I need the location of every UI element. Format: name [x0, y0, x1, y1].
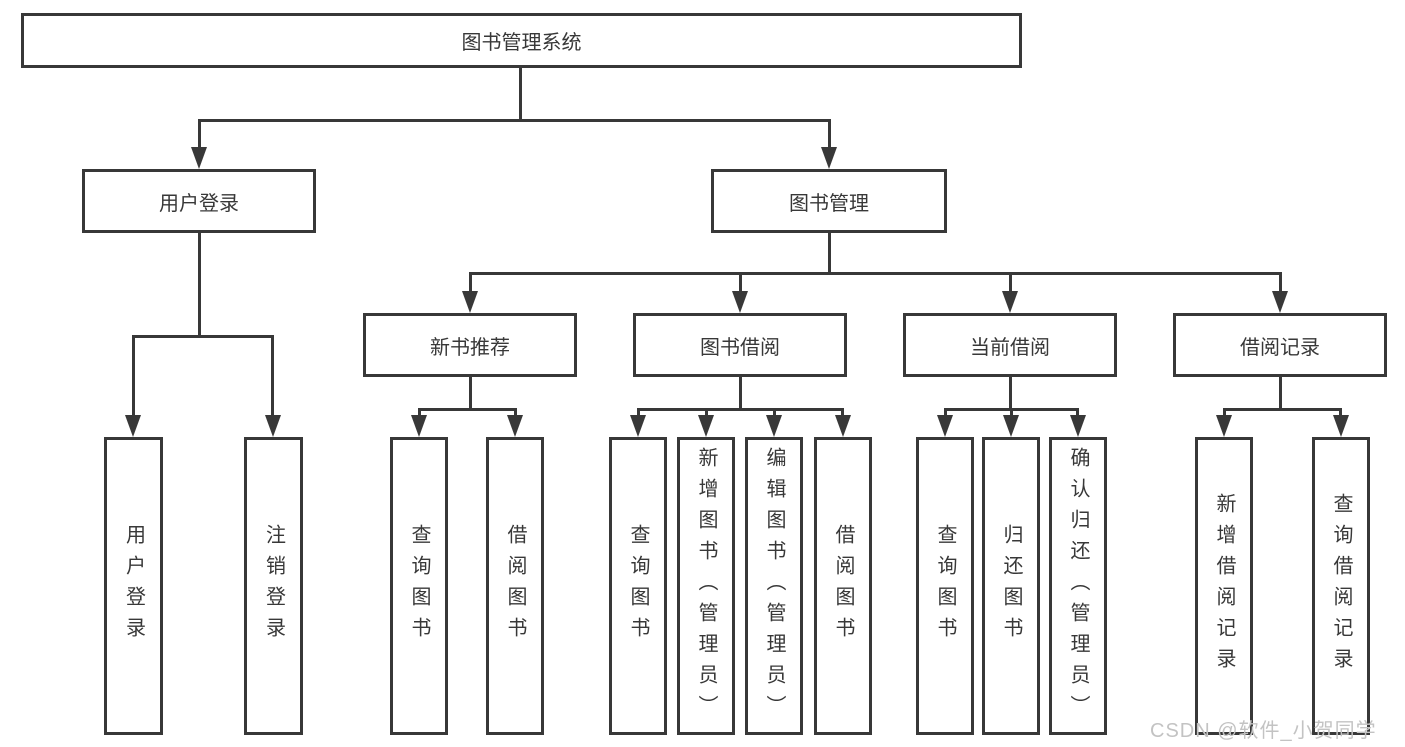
connector-line	[1223, 408, 1226, 417]
node-label: 归还图书	[1000, 524, 1022, 648]
node-label: 图书借阅	[700, 336, 780, 359]
connector-line	[469, 377, 472, 408]
connector-line	[828, 233, 831, 272]
arrowhead-icon	[1003, 415, 1019, 437]
node-label: 查询图书	[627, 524, 649, 648]
arrowhead-icon	[732, 291, 748, 313]
arrowhead-icon	[462, 291, 478, 313]
connector-line	[739, 272, 742, 293]
node-label: 借阅记录	[1240, 336, 1320, 359]
node-borrow-records: 借阅记录	[1173, 313, 1387, 377]
node-leaf-query-borrow-record: 查询借阅记录	[1312, 437, 1370, 735]
connector-line	[637, 408, 844, 411]
node-label: 查询图书	[408, 524, 430, 648]
node-label: 新增借阅记录	[1213, 493, 1235, 679]
connector-line	[739, 377, 742, 408]
node-label: 用户登录	[159, 192, 239, 215]
connector-line	[1009, 377, 1012, 408]
node-label: 新书推荐	[430, 336, 510, 359]
arrowhead-icon	[1002, 291, 1018, 313]
arrowhead-icon	[630, 415, 646, 437]
connector-line	[469, 272, 1282, 275]
connector-line	[828, 119, 831, 149]
connector-line	[1339, 408, 1342, 417]
node-label: 借阅图书	[832, 524, 854, 648]
arrowhead-icon	[265, 415, 281, 437]
node-book-borrow: 图书借阅	[633, 313, 847, 377]
connector-line	[469, 272, 472, 293]
node-user-login-group: 用户登录	[82, 169, 316, 233]
connector-line	[841, 408, 844, 417]
arrowhead-icon	[191, 147, 207, 169]
connector-line	[1010, 408, 1013, 417]
connector-line	[1279, 272, 1282, 293]
node-leaf-edit-books-admin: 编辑图书（管理员）	[745, 437, 803, 735]
arrowhead-icon	[1272, 291, 1288, 313]
node-leaf-borrow-books-recommend: 借阅图书	[486, 437, 544, 735]
connector-line	[132, 335, 135, 417]
arrowhead-icon	[937, 415, 953, 437]
node-label: 注销登录	[262, 524, 285, 648]
node-current-borrow: 当前借阅	[903, 313, 1117, 377]
arrowhead-icon	[821, 147, 837, 169]
node-library-system: 图书管理系统	[21, 13, 1022, 68]
node-label: 查询图书	[934, 524, 956, 648]
node-leaf-query-books-current: 查询图书	[916, 437, 974, 735]
node-label: 图书管理	[789, 192, 869, 215]
arrowhead-icon	[125, 415, 141, 437]
node-leaf-add-borrow-record: 新增借阅记录	[1195, 437, 1253, 735]
node-new-book-recommend: 新书推荐	[363, 313, 577, 377]
connector-line	[418, 408, 517, 411]
node-leaf-logout: 注销登录	[244, 437, 303, 735]
node-leaf-query-books-borrow: 查询图书	[609, 437, 667, 735]
node-leaf-query-books-recommend: 查询图书	[390, 437, 448, 735]
connector-line	[1279, 377, 1282, 408]
arrowhead-icon	[411, 415, 427, 437]
node-label: 确认归还（管理员）	[1067, 446, 1089, 726]
node-leaf-borrow-books: 借阅图书	[814, 437, 872, 735]
connector-line	[132, 335, 274, 338]
node-label: 查询借阅记录	[1330, 493, 1352, 679]
connector-line	[1076, 408, 1079, 417]
connector-line	[1009, 272, 1012, 293]
node-leaf-add-books-admin: 新增图书（管理员）	[677, 437, 735, 735]
connector-line	[198, 119, 831, 122]
arrowhead-icon	[698, 415, 714, 437]
node-label: 用户登录	[122, 524, 145, 648]
node-label: 借阅图书	[504, 524, 526, 648]
connector-line	[271, 335, 274, 417]
arrowhead-icon	[1216, 415, 1232, 437]
connector-line	[198, 119, 201, 149]
connector-line	[637, 408, 640, 417]
node-label: 新增图书（管理员）	[695, 446, 717, 726]
arrowhead-icon	[1070, 415, 1086, 437]
node-book-management: 图书管理	[711, 169, 947, 233]
node-leaf-return-books: 归还图书	[982, 437, 1040, 735]
arrowhead-icon	[507, 415, 523, 437]
arrowhead-icon	[766, 415, 782, 437]
node-label: 编辑图书（管理员）	[763, 446, 785, 726]
connector-line	[944, 408, 947, 417]
node-leaf-user-login: 用户登录	[104, 437, 163, 735]
watermark: CSDN @软件_小贺同学	[1150, 720, 1377, 742]
connector-line	[773, 408, 776, 417]
node-leaf-confirm-return-admin: 确认归还（管理员）	[1049, 437, 1107, 735]
connector-line	[198, 233, 201, 335]
connector-line	[519, 68, 522, 119]
node-label: 当前借阅	[970, 336, 1050, 359]
connector-line	[514, 408, 517, 417]
connector-line	[1223, 408, 1342, 411]
node-label: 图书管理系统	[461, 32, 582, 54]
arrowhead-icon	[835, 415, 851, 437]
arrowhead-icon	[1333, 415, 1349, 437]
connector-line	[705, 408, 708, 417]
connector-line	[418, 408, 421, 417]
